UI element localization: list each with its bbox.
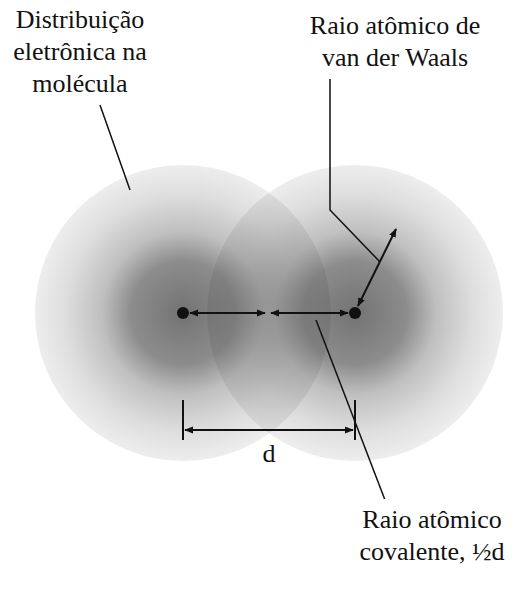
dimension-label: d [249,438,289,470]
radius-arrow [271,312,348,314]
leader-line [100,105,130,190]
callout-label: Distribuição eletrônica na molécula [4,4,156,100]
nucleus-dot [177,307,189,319]
radius-arrow [190,312,265,314]
vdw-radius-arrow [358,229,396,306]
dimension-tick [182,400,184,440]
dimension-arrow [185,429,353,431]
nucleus-dot [349,307,361,319]
leader-line [330,79,380,262]
callout-label: Raio atômico de van der Waals [295,10,495,74]
callout-label: Raio atômico covalente, ½d [347,504,517,568]
leader-line [316,320,385,499]
